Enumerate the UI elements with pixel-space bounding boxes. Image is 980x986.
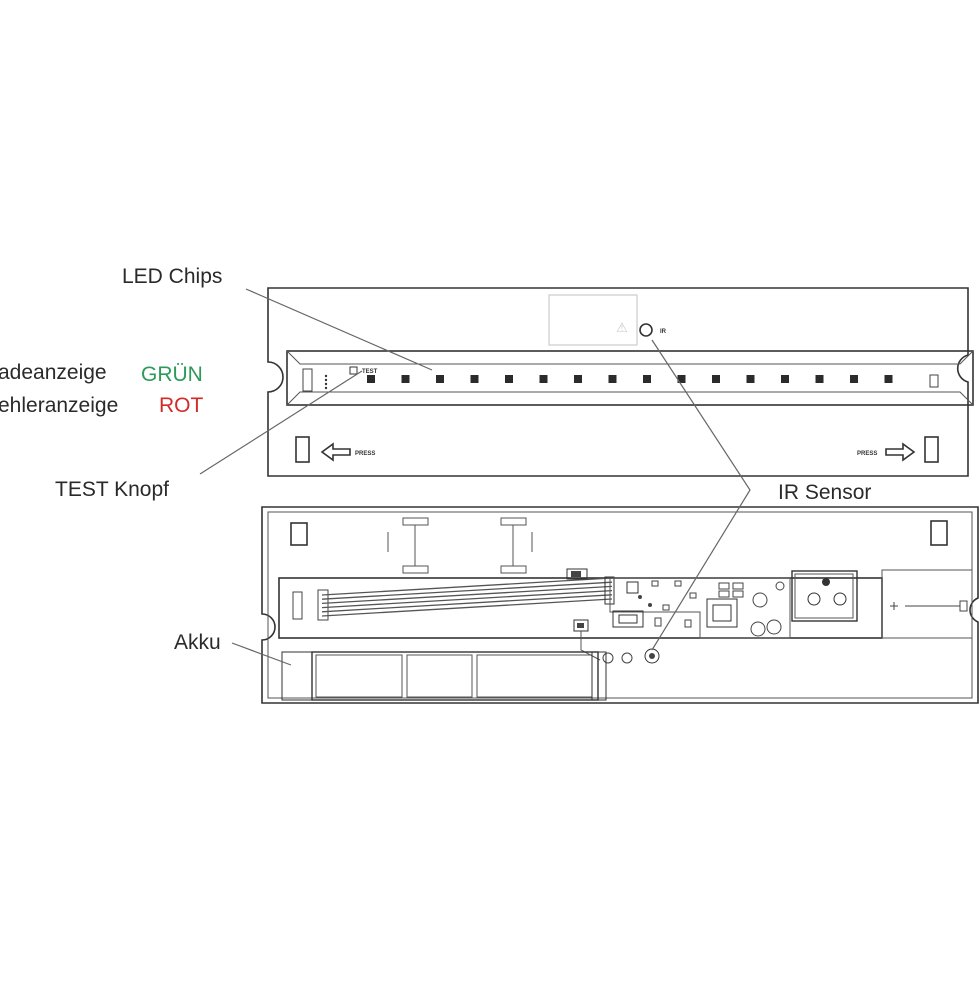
clip-right — [924, 436, 939, 463]
led-chip — [367, 375, 375, 383]
light-channel — [286, 350, 974, 406]
test-mark: TEST — [362, 369, 378, 375]
label-test-button: TEST Knopf — [55, 478, 170, 501]
label-led-chips: LED Chips — [122, 265, 223, 288]
clip-left — [295, 436, 310, 463]
battery-pack — [281, 651, 607, 701]
left-connector — [292, 591, 303, 620]
leader-lines — [199, 288, 751, 666]
label-battery: Akku — [174, 631, 221, 654]
pcb — [609, 577, 791, 639]
label-fault-color: ROT — [159, 394, 204, 417]
led-chip — [470, 375, 479, 383]
led-chip — [608, 375, 617, 383]
ribbon-wire — [321, 581, 613, 600]
mount-right — [930, 520, 948, 546]
label-fault-indicator: ehleranzeige — [0, 394, 119, 417]
leader-ir-sensor — [651, 339, 751, 651]
led-chip — [815, 375, 824, 383]
ribbon-wire — [321, 577, 613, 596]
label-charge-color: GRÜN — [141, 363, 203, 386]
label-charge-indicator: adeanzeige — [0, 361, 107, 384]
indicator-dots — [324, 374, 328, 390]
ir-sensor-window — [639, 323, 653, 337]
led-chip — [643, 375, 651, 383]
cable-clip — [566, 568, 588, 580]
led-board-left — [302, 368, 313, 392]
led-chip — [401, 375, 410, 383]
ribbon-wire — [321, 585, 613, 605]
arrow-mark-right: PRESS — [857, 451, 877, 457]
arrow-mark-left: PRESS — [355, 451, 375, 457]
base-housing — [261, 506, 979, 704]
led-chip — [505, 375, 513, 383]
led-chip — [712, 375, 720, 383]
led-board-right — [929, 374, 939, 388]
test-button-shape — [349, 366, 358, 375]
front-cover: ⚠ IR TEST PRESS PRESS — [267, 287, 974, 477]
led-chip — [539, 375, 548, 383]
ribbon-cable — [321, 576, 615, 617]
led-chip — [574, 375, 582, 383]
led-chip — [746, 375, 755, 383]
leader-test-button — [199, 370, 363, 475]
leader-battery — [231, 642, 292, 666]
label-sticker — [548, 294, 638, 346]
led-chip-row — [367, 375, 893, 383]
warning-icon: ⚠ — [616, 321, 628, 336]
arrow-left-icon — [320, 442, 351, 462]
leader-led-chips — [245, 288, 433, 371]
terminal-block — [791, 570, 968, 622]
arrow-right-icon — [885, 442, 916, 462]
led-chip — [781, 375, 789, 383]
mount-left — [290, 522, 308, 546]
ribbon-wire — [321, 594, 613, 613]
ribbon-wire — [321, 598, 613, 617]
led-chip — [884, 375, 893, 383]
led-chip — [436, 375, 444, 383]
ir-mark: IR — [660, 329, 667, 335]
label-ir-sensor: IR Sensor — [778, 481, 872, 504]
led-chip — [850, 375, 858, 383]
led-chip — [677, 375, 686, 383]
ribbon-wire — [321, 589, 613, 609]
